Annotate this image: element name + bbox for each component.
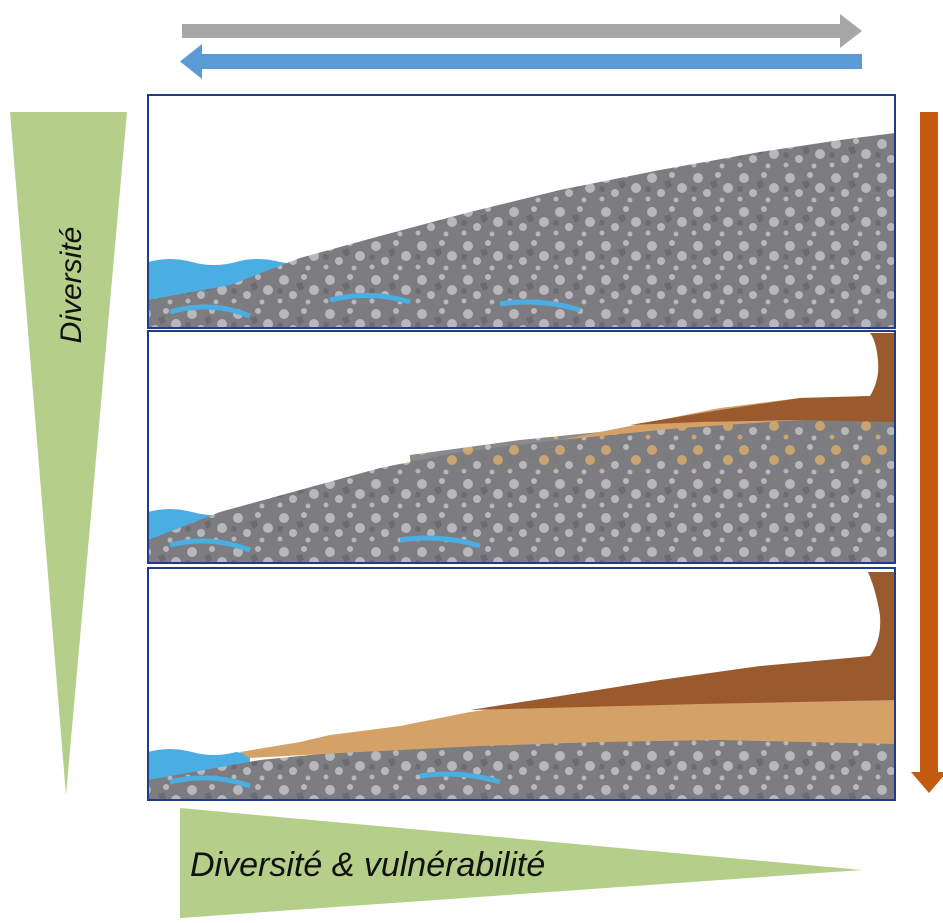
panel-2-frame — [147, 330, 896, 564]
vertical-label: Diversité — [55, 227, 88, 344]
panel-gravel-beach — [148, 95, 895, 328]
panel-3-frame — [147, 567, 896, 801]
panel-1-frame — [147, 94, 896, 329]
blue-arrow-left — [180, 44, 862, 79]
panel-sand-covered — [148, 568, 895, 800]
diversity-vulnerability-wedge: Diversité & vulnérabilité — [180, 808, 862, 918]
diversity-vertical-wedge: Diversité — [10, 112, 127, 795]
gray-arrow-right — [182, 14, 862, 48]
panel-sand-infilled — [148, 331, 895, 563]
horizontal-label: Diversité & vulnérabilité — [190, 846, 545, 884]
orange-arrow-down — [911, 112, 943, 793]
